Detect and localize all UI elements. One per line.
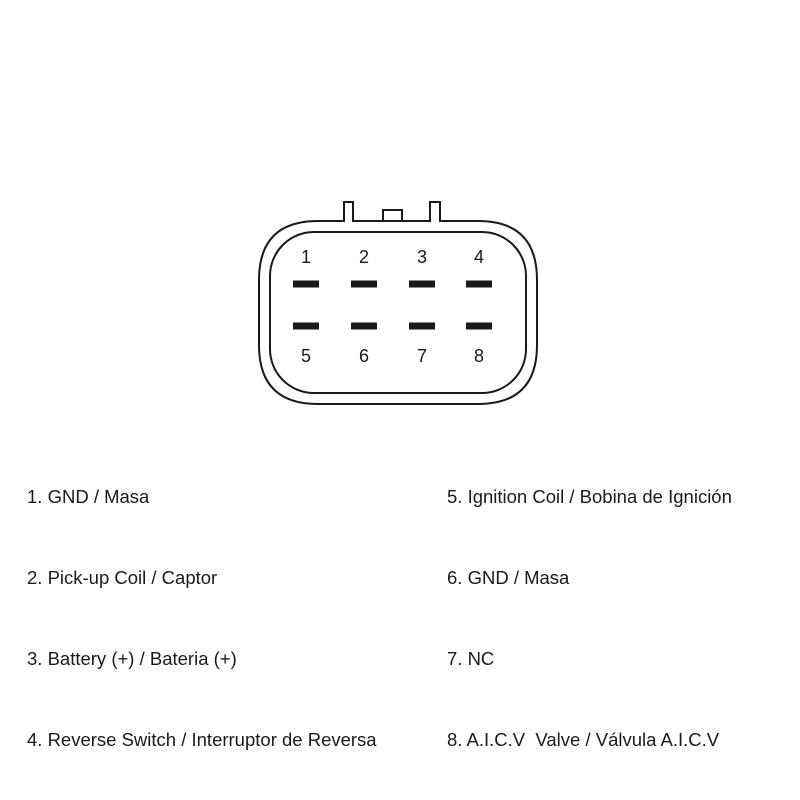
- pin-terminal-7: [409, 322, 435, 330]
- legend-item-pin-3: 3. Battery (+) / Bateria (+): [27, 648, 237, 669]
- pin-terminal-2: [351, 280, 377, 288]
- legend-item-pin-5: 5. Ignition Coil / Bobina de Ignición: [447, 486, 732, 507]
- pin-number-2: 2: [359, 247, 369, 267]
- pin-terminal-5: [293, 322, 319, 330]
- legend-item-pin-8: 8. A.I.C.V Valve / Válvula A.I.C.V: [447, 729, 720, 750]
- pin-terminal-8: [466, 322, 492, 330]
- pin-number-5: 5: [301, 346, 311, 366]
- pins-layer: 1 2 3 4 5 6 7 8: [293, 247, 492, 366]
- pin-terminal-4: [466, 280, 492, 288]
- legend-item-pin-4: 4. Reverse Switch / Interruptor de Rever…: [27, 729, 377, 750]
- pin-number-1: 1: [301, 247, 311, 267]
- connector-face-inner: [269, 231, 527, 394]
- pin-number-6: 6: [359, 346, 369, 366]
- pin-number-8: 8: [474, 346, 484, 366]
- pin-terminal-1: [293, 280, 319, 288]
- pin-number-7: 7: [417, 346, 427, 366]
- legend-item-pin-7: 7. NC: [447, 648, 495, 669]
- pin-terminal-6: [351, 322, 377, 330]
- legend-left-column: 1. GND / Masa 2. Pick-up Coil / Captor 3…: [27, 429, 377, 780]
- legend-right-column: 5. Ignition Coil / Bobina de Ignición 6.…: [447, 429, 732, 780]
- legend-item-pin-1: 1. GND / Masa: [27, 486, 150, 507]
- pin-number-3: 3: [417, 247, 427, 267]
- pin-terminal-3: [409, 280, 435, 288]
- legend-item-pin-6: 6. GND / Masa: [447, 567, 570, 588]
- legend-item-pin-2: 2. Pick-up Coil / Captor: [27, 567, 218, 588]
- connector-key-tab: [382, 209, 403, 222]
- pin-number-4: 4: [474, 247, 484, 267]
- connector-housing-outer: [258, 201, 538, 405]
